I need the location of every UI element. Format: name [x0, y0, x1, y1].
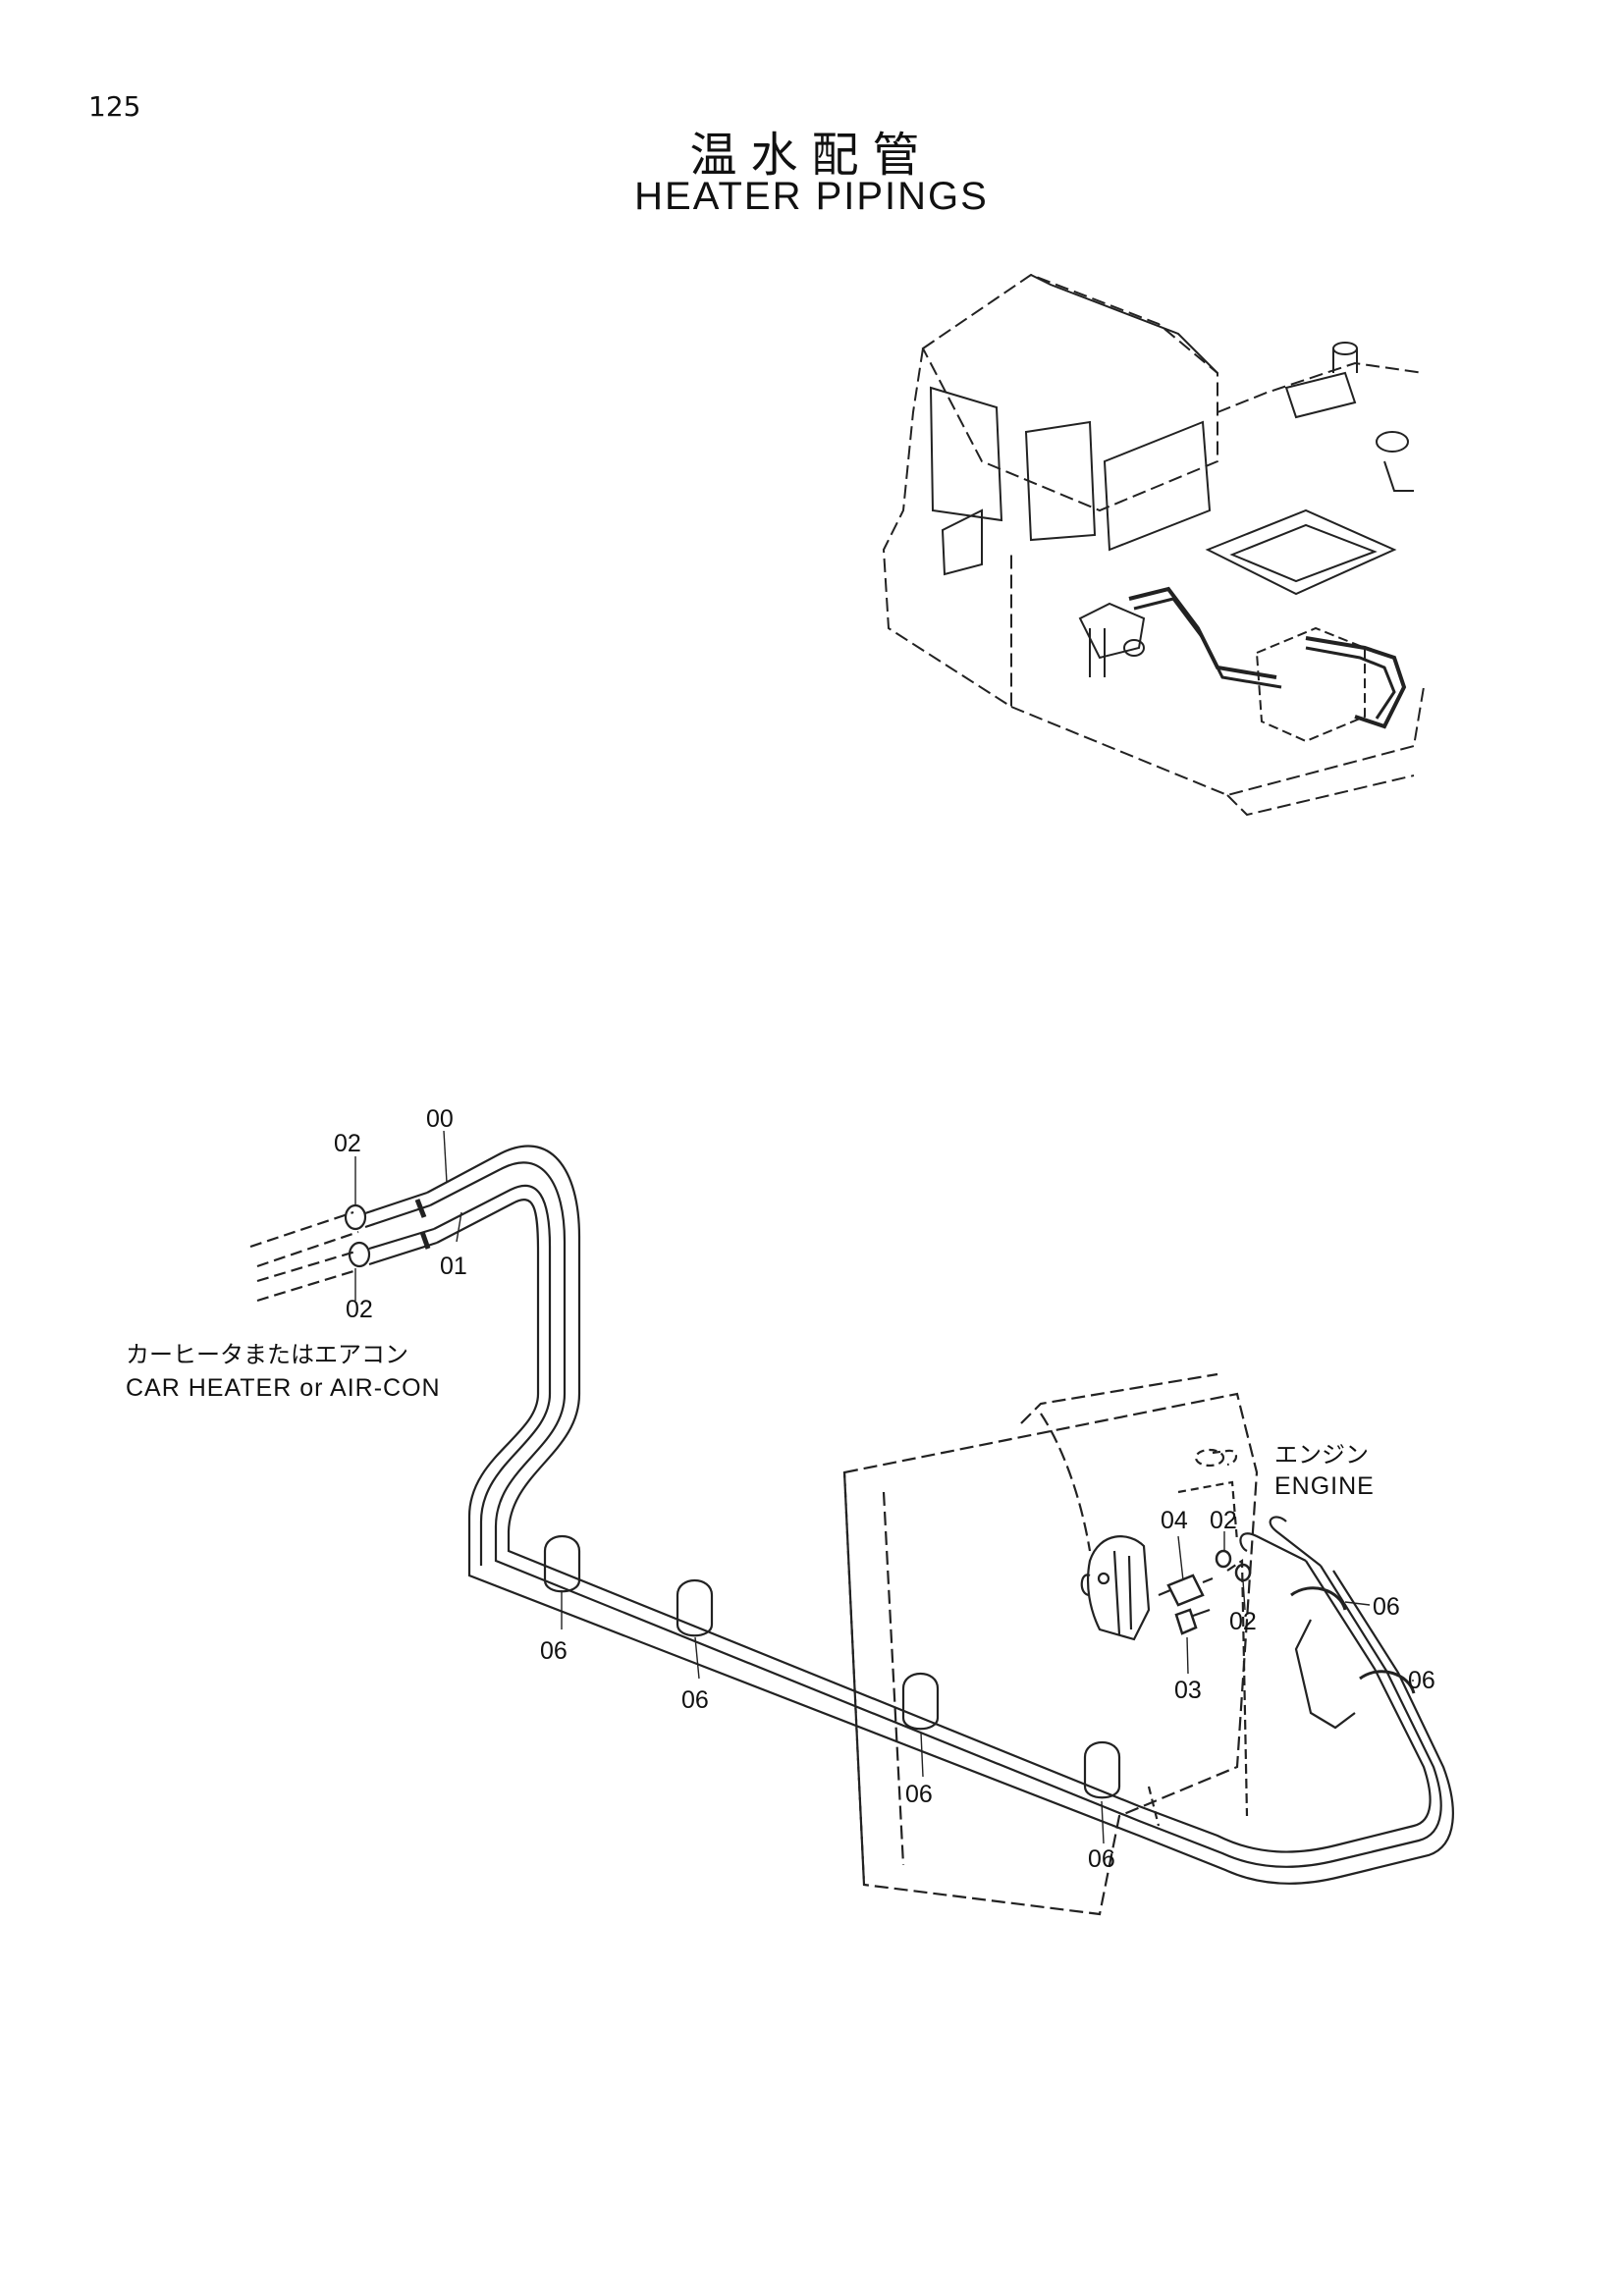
callout-01: 01 [440, 1253, 467, 1280]
heater-piping-illustration [249, 1145, 1454, 1916]
clamp-06-markers [543, 1535, 1416, 1799]
callout-04: 04 [1161, 1507, 1188, 1534]
callout-06-first: 06 [540, 1637, 568, 1665]
callout-labels: 00 02 01 02 04 02 02 03 06 06 06 06 06 0… [334, 1105, 1435, 1873]
callout-06-third: 06 [905, 1781, 933, 1808]
excavator-overview-illustration [882, 273, 1425, 817]
car-heater-note-en: CAR HEATER or AIR-CON [126, 1374, 441, 1402]
callout-02-heater-upper: 02 [334, 1130, 361, 1157]
callout-02-engine-upper: 02 [1210, 1507, 1237, 1534]
page-number: 125 [88, 90, 141, 123]
engine-note-jp: エンジン [1274, 1441, 1369, 1468]
callout-06-engine-lower: 06 [1408, 1667, 1435, 1694]
callout-02-heater-lower: 02 [346, 1296, 373, 1323]
car-heater-note-jp: カーヒータまたはエアコン [126, 1341, 408, 1368]
callout-06-engine-upper: 06 [1373, 1593, 1400, 1621]
page-title-japanese: 温水配管 [689, 128, 934, 183]
callout-leader-lines [354, 1130, 1414, 1844]
callout-02-engine-lower: 02 [1229, 1608, 1257, 1635]
callout-00: 00 [426, 1105, 454, 1133]
callout-03: 03 [1174, 1677, 1202, 1704]
component-notes: カーヒータまたはエアコン CAR HEATER or AIR-CON エンジン … [126, 1341, 1375, 1500]
page-title-english: HEATER PIPINGS [634, 175, 989, 218]
callout-06-second: 06 [681, 1686, 709, 1714]
callout-06-fourth: 06 [1088, 1845, 1115, 1873]
engine-note-en: ENGINE [1274, 1472, 1375, 1500]
